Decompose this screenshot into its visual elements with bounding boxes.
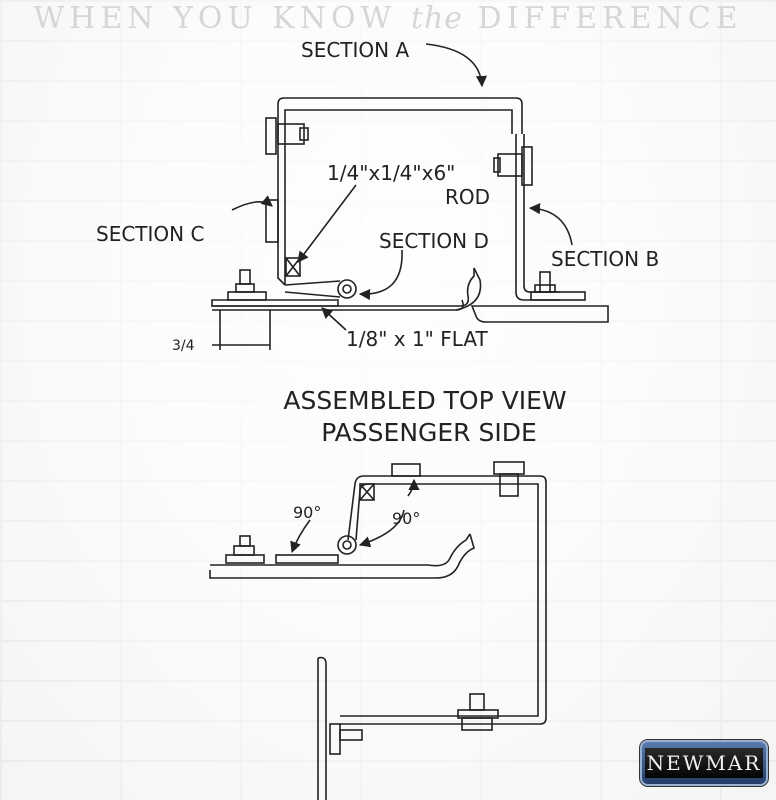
section-d-pivot (337, 279, 357, 299)
bolt-head-left (265, 117, 277, 155)
assembled-bracket (340, 475, 547, 725)
section-a-bracket (277, 97, 523, 286)
section-b-arm (515, 134, 560, 301)
label-section-d: SECTION D (379, 229, 489, 253)
assembled-title: ASSEMBLED TOP VIEW PASSENGER SIDE (283, 386, 566, 447)
header-tagline: WHEN YOU KNOW the DIFFERENCE (0, 0, 776, 38)
assembled-title-line2: PASSENGER SIDE (321, 418, 537, 447)
label-rod: ROD (445, 185, 490, 209)
logo-text: NEWMAR (645, 748, 763, 778)
assembled-title-line1: ASSEMBLED TOP VIEW (283, 386, 566, 415)
tagline-em: the (410, 1, 464, 36)
newmar-logo: NEWMAR (640, 740, 768, 786)
label-section-c: SECTION C (96, 222, 204, 246)
top-view-drawing (211, 43, 609, 350)
section-b-plate (470, 305, 609, 323)
assembled-labels: 90° 90° (293, 503, 420, 528)
rod-square (285, 257, 301, 277)
label-rod-size: 1/4"x1/4"x6" (327, 161, 455, 185)
label-section-b: SECTION B (551, 247, 659, 271)
flat-bar (211, 299, 339, 307)
label-angle-right: 90° (392, 509, 420, 528)
label-dimension: 3/4 (172, 338, 195, 354)
assembled-drawing (209, 461, 547, 800)
top-view-labels: SECTION A 1/4"x1/4"x6" ROD SECTION C SEC… (96, 38, 659, 354)
section-c-plate (265, 199, 279, 243)
label-section-a: SECTION A (301, 38, 409, 62)
tagline-prefix: WHEN YOU KNOW (33, 1, 411, 36)
label-angle-left: 90° (293, 503, 321, 522)
label-flat: 1/8" x 1" FLAT (346, 327, 488, 351)
assembled-pivot (337, 535, 357, 555)
tagline-suffix: DIFFERENCE (463, 1, 743, 36)
